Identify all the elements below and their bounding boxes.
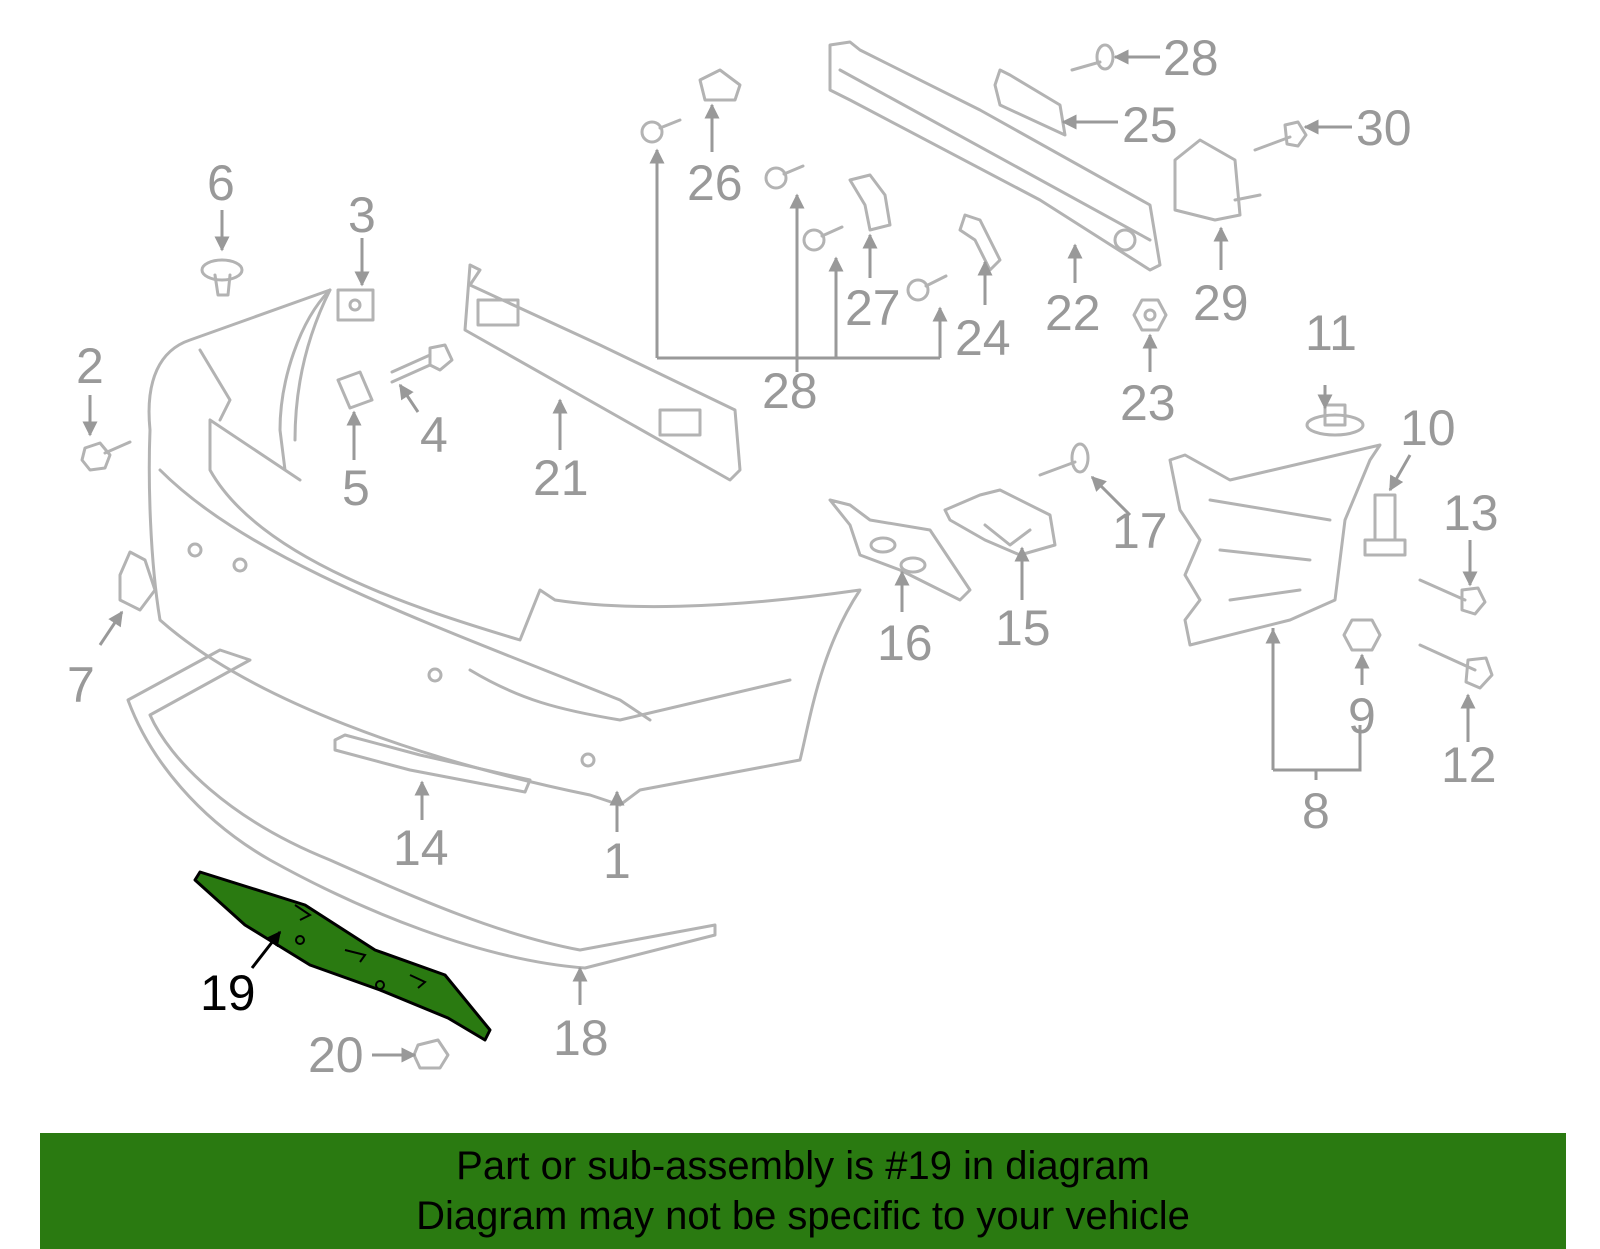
bolt-part-30 [1253,120,1308,152]
callout-30: 30 [1356,100,1412,156]
bracket-part-15 [943,488,1057,557]
parts-diagram: 1 2 3 4 5 6 7 8 9 10 11 12 13 14 15 16 1… [67,30,1499,1083]
energy-absorber-part-21 [463,263,742,482]
reinforcement-beam-part-22 [828,40,1162,272]
callout-20: 20 [308,1027,364,1083]
callout-5: 5 [342,460,370,516]
callout-6: 6 [207,155,235,211]
callout-4: 4 [420,407,448,463]
callout-16: 16 [877,615,933,671]
screw-part-28-d [906,274,948,302]
bolt-part-4 [390,343,454,384]
callout-2: 2 [76,338,104,394]
callout-11: 11 [1305,305,1357,361]
sensor-part-7 [118,550,157,612]
bolt-part-10 [1363,493,1407,557]
callout-13: 13 [1443,485,1499,541]
clip-part-27 [848,173,892,232]
callout-29: 29 [1193,275,1249,331]
screw-part-28-c [802,225,844,252]
clip-part-26 [698,68,742,102]
banner-line-part-number: Part or sub-assembly is #19 in diagram [456,1144,1150,1188]
clip-part-3 [336,288,375,322]
banner-line-disclaimer: Diagram may not be specific to your vehi… [416,1194,1190,1238]
callout-25: 25 [1122,97,1178,153]
bracket-part-16 [828,498,972,602]
lower-valance-part-18 [126,648,717,970]
callout-19: 19 [200,965,256,1021]
callout-23: 23 [1120,375,1176,431]
callout-9: 9 [1348,688,1376,744]
screw-part-28-b [764,164,805,190]
callout-26: 26 [687,155,743,211]
trim-strip-part-14 [333,733,532,794]
callout-24: 24 [955,310,1011,366]
side-bracket-part-8 [1168,443,1382,647]
bolt-part-12 [1418,643,1494,690]
push-pin-part-6 [200,258,244,297]
bracket-part-24 [958,213,1002,272]
nut-part-9 [1342,618,1382,652]
callout-28-top: 28 [1163,30,1219,86]
callout-18: 18 [553,1010,609,1066]
screw-part-28-a [640,118,682,144]
clip-part-5 [336,370,374,410]
callout-22: 22 [1045,285,1101,341]
callout-8: 8 [1302,783,1330,839]
clip-part-11 [1305,403,1365,437]
callout-labels: 1 2 3 4 5 6 7 8 9 10 11 12 13 14 15 16 1… [67,30,1499,1083]
callout-27: 27 [845,280,901,336]
callout-14: 14 [393,820,449,876]
clip-part-20 [412,1038,450,1070]
info-banner: Part or sub-assembly is #19 in diagram D… [40,1133,1566,1249]
bracket-part-29 [1173,138,1262,222]
bolt-part-28-top [1070,43,1115,72]
nut-part-23 [1132,298,1168,332]
leader-lines [82,49,1478,1063]
callout-21: 21 [533,450,589,506]
callout-12: 12 [1441,737,1497,793]
callout-17: 17 [1112,503,1168,559]
bumper-cover-part-1 [147,288,862,807]
callout-10: 10 [1400,400,1456,456]
bolt-part-13 [1418,578,1487,616]
bolt-part-17 [1038,442,1090,477]
callout-15: 15 [995,600,1051,656]
bracket-part-25 [993,68,1067,137]
callout-7: 7 [67,657,95,713]
underbody-shield-part-19 [193,870,492,1042]
bolt-part-2 [80,440,132,472]
callout-1: 1 [603,833,631,889]
callout-28-bottom: 28 [762,363,818,419]
callout-3: 3 [348,187,376,243]
